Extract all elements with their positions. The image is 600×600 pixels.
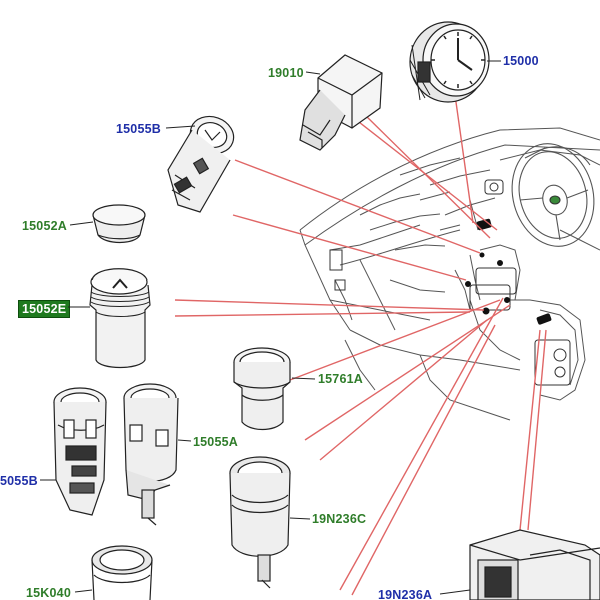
clock-part <box>409 21 490 103</box>
part-number-15761a: 15761A <box>318 372 363 386</box>
part-number-19010: 19010 <box>268 66 304 80</box>
socket-part-19n236a <box>469 529 600 600</box>
socket-part-15055a <box>123 383 179 526</box>
part-number-15000: 15000 <box>503 54 539 68</box>
part-number-15k040: 15K040 <box>26 586 71 600</box>
console-black-sockets <box>465 218 552 325</box>
socket-part-19n236c <box>229 456 291 589</box>
part-number-15055b-left: 5055B <box>0 474 38 488</box>
steering-wheel-drawing <box>511 143 595 247</box>
socket-part-15k040 <box>91 545 153 600</box>
socket-part-15761a <box>233 347 291 431</box>
switch-part-19010 <box>299 54 383 151</box>
part-number-19n236c: 19N236C <box>312 512 367 526</box>
cap-part-15052a <box>92 204 146 244</box>
part-number-15052a: 15052A <box>22 219 67 233</box>
part-number-19n236a: 19N236A <box>378 588 433 600</box>
socket-part-15055b-left <box>53 387 107 516</box>
dashboard-drawing <box>299 127 600 421</box>
lighter-part-15052e <box>89 268 151 369</box>
part-number-15052e[interactable]: 15052E <box>18 300 71 318</box>
center-console-drawing <box>329 179 571 386</box>
part-number-15055a: 15055A <box>193 435 238 449</box>
socket-part-15055b-top <box>167 115 235 213</box>
part-number-15055b-top: 15055B <box>116 122 161 136</box>
leader-lines <box>174 94 547 596</box>
